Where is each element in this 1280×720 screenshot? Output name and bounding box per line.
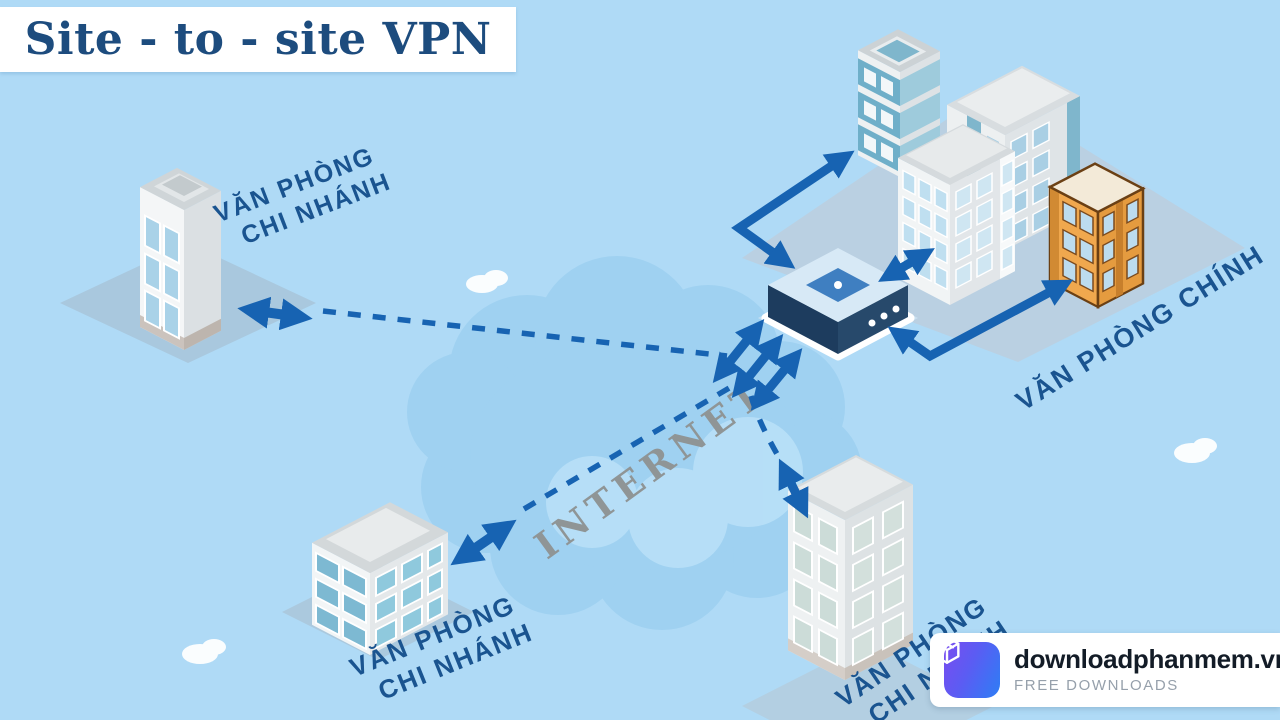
window-grid xyxy=(144,214,180,340)
page-title: Site - to - site VPN xyxy=(24,14,492,65)
watermark-site: downloadphanmem.vn xyxy=(1014,644,1280,675)
package-cube-icon xyxy=(934,636,1000,698)
branch2-building xyxy=(312,502,448,655)
tunnel-branch1 xyxy=(322,308,728,359)
small-cloud-bottom-left xyxy=(182,639,226,664)
window-grid xyxy=(852,500,904,667)
arrow-router-buildings-elbow xyxy=(731,150,855,269)
small-cloud-top xyxy=(466,270,508,293)
arrow-branch2 xyxy=(450,519,517,566)
window-grid xyxy=(955,159,1014,290)
window-grid xyxy=(793,504,838,667)
main-office-orange-building xyxy=(1047,162,1146,309)
window-grid xyxy=(375,541,443,650)
main-office-front-building xyxy=(898,124,1015,305)
arrow-cloud-router-3 xyxy=(750,348,803,411)
watermark-text: downloadphanmem.vn FREE DOWNLOADS xyxy=(1014,644,1280,694)
cloud-highlights xyxy=(546,417,803,568)
watermark-tagline: FREE DOWNLOADS xyxy=(1014,676,1179,694)
window-grid xyxy=(315,551,367,651)
branch1-building xyxy=(140,167,221,350)
connection-arrows xyxy=(237,150,1074,566)
arrow-router-orange-elbow xyxy=(887,279,1074,362)
cube-glyph xyxy=(934,636,960,664)
title-banner: Site - to - site VPN xyxy=(0,7,516,72)
window-grid xyxy=(1102,198,1139,293)
tunnel-branch2 xyxy=(522,378,743,512)
arrow-branch1 xyxy=(237,296,313,331)
window-grid xyxy=(864,67,893,163)
watermark-card: downloadphanmem.vn FREE DOWNLOADS xyxy=(930,633,1280,707)
arrow-router-building-short xyxy=(878,248,935,282)
arrow-branch3 xyxy=(778,458,809,519)
branch3-building xyxy=(788,455,913,681)
small-cloud-right xyxy=(1174,438,1217,463)
window-grid xyxy=(1062,200,1094,293)
branch1-label: VĂN PHÒNG CHI NHÁNH xyxy=(209,140,395,250)
main-office-teal-tower xyxy=(858,29,940,178)
